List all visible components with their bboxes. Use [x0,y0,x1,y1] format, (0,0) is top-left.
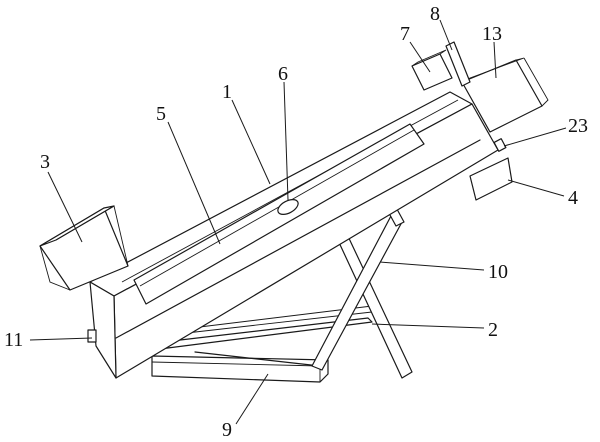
part-labels: 1 6 5 3 7 8 13 23 4 10 2 11 9 [4,3,588,441]
label-8: 8 [430,3,440,25]
label-4: 4 [568,187,578,209]
motor-block [411,49,453,91]
label-9: 9 [222,419,232,441]
outlet-box [469,157,513,201]
drain-fitting [87,329,97,343]
main-body [89,91,499,379]
label-6: 6 [278,63,288,85]
label-1: 1 [222,81,232,103]
label-7: 7 [400,23,410,45]
label-13: 13 [482,23,502,45]
label-10: 10 [488,261,508,283]
viewing-slot [133,123,425,305]
label-11: 11 [4,329,23,351]
bracket-block [445,41,471,87]
sensor-fitting [493,138,507,152]
leader-lines [29,19,567,425]
base-skid [151,355,329,383]
access-hole [277,199,299,215]
label-5: 5 [156,103,166,125]
label-23: 23 [568,115,588,137]
feed-hopper [39,205,129,291]
label-2: 2 [488,319,498,341]
inclined-rails [145,305,373,367]
label-3: 3 [40,151,50,173]
